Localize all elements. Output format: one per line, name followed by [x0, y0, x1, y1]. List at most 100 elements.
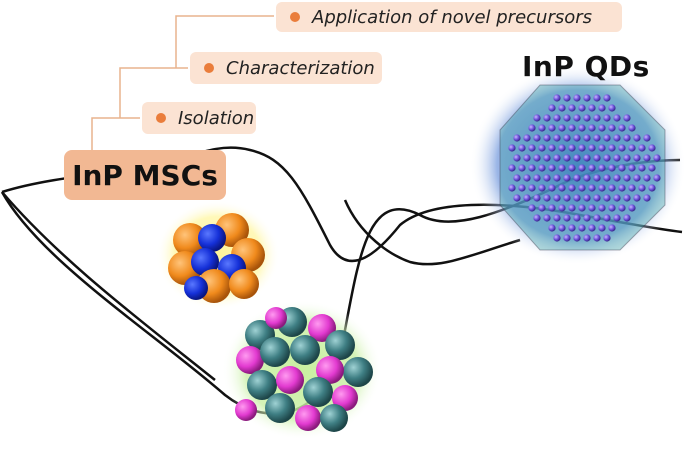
qd-atom [553, 134, 561, 142]
qd-atom [548, 144, 556, 152]
qd-atom [643, 154, 651, 162]
qd-atom [563, 214, 571, 222]
qd-atom [633, 134, 641, 142]
qd-atom [548, 164, 556, 172]
qd-atom [603, 214, 611, 222]
msc-atom [184, 276, 208, 300]
qd-atom [613, 194, 621, 202]
qd-atom [548, 104, 556, 112]
qd-atom [593, 134, 601, 142]
qd-atom [618, 164, 626, 172]
qd-atom [543, 194, 551, 202]
qd-atom [598, 164, 606, 172]
qd-atom [628, 164, 636, 172]
qd-atom [533, 114, 541, 122]
qd-atom [528, 204, 536, 212]
qd-atom [623, 154, 631, 162]
qd-atom [558, 124, 566, 132]
qd-atom [583, 214, 591, 222]
qd-atom [523, 154, 531, 162]
qd-atom [518, 184, 526, 192]
qd-atom [553, 94, 561, 102]
qd-atom [553, 154, 561, 162]
qd-atom [588, 104, 596, 112]
qd-atom [603, 94, 611, 102]
qd-atom [643, 174, 651, 182]
qd-atom [563, 94, 571, 102]
qd-atom [508, 144, 516, 152]
qd-label: InP QDs [522, 50, 650, 83]
qd-atom [573, 234, 581, 242]
qd-atom [578, 104, 586, 112]
qd-atom [598, 124, 606, 132]
qd-atom [603, 194, 611, 202]
qd-glow [470, 65, 685, 265]
qd-atom [553, 114, 561, 122]
qd-atom [613, 214, 621, 222]
qd-atom [588, 224, 596, 232]
msc-label: InP MSCs [72, 158, 218, 192]
qd-atom [623, 214, 631, 222]
qd-atom [548, 184, 556, 192]
qd-atom [648, 184, 656, 192]
qd-atom [593, 114, 601, 122]
qd-atom [583, 114, 591, 122]
qd-atom [558, 144, 566, 152]
qd-atom [523, 174, 531, 182]
qd-atom [593, 214, 601, 222]
qd-atom [608, 204, 616, 212]
qd-atom [518, 144, 526, 152]
qd-nanocrystal [470, 65, 685, 265]
qd-atom [653, 154, 661, 162]
qd-atom [603, 174, 611, 182]
qd-atom [638, 144, 646, 152]
qd-atom [538, 164, 546, 172]
qd-atom [538, 144, 546, 152]
qd-atom [583, 154, 591, 162]
msc-atom [229, 269, 259, 299]
qd-atom [628, 124, 636, 132]
step-application: Application of novel precursors [276, 2, 622, 32]
qd-atom [623, 174, 631, 182]
qd-atom [633, 174, 641, 182]
qd-atom [598, 104, 606, 112]
qd-atom [593, 234, 601, 242]
qd-atom [568, 204, 576, 212]
qd-atom [543, 114, 551, 122]
qd-atom [573, 194, 581, 202]
qd-atom [568, 224, 576, 232]
qd-atom [573, 214, 581, 222]
qd-atom [533, 194, 541, 202]
bullet-icon [204, 63, 214, 73]
qd-atom [568, 184, 576, 192]
qd-atom [543, 214, 551, 222]
qd-atom [638, 184, 646, 192]
qd-atom [553, 174, 561, 182]
bullet-icon [156, 113, 166, 123]
qd-atom [588, 144, 596, 152]
qd-atom [558, 184, 566, 192]
qd-atom [603, 234, 611, 242]
qd-atom [648, 164, 656, 172]
qd-atom [613, 114, 621, 122]
qd-atom [618, 184, 626, 192]
intermediate-cluster [222, 300, 382, 440]
qd-atom [588, 204, 596, 212]
qd-atom [568, 144, 576, 152]
qd-atom [563, 234, 571, 242]
qd-atom [568, 104, 576, 112]
qd-atom [573, 134, 581, 142]
qd-atom [583, 234, 591, 242]
qd-atom [523, 194, 531, 202]
qd-atom [613, 134, 621, 142]
qd-atom [578, 204, 586, 212]
qd-atom [628, 144, 636, 152]
qd-atom [588, 124, 596, 132]
qd-atom [608, 164, 616, 172]
qd-lattice [508, 94, 661, 242]
qd-atom [623, 194, 631, 202]
qd-atom [593, 94, 601, 102]
qd-atom [563, 194, 571, 202]
